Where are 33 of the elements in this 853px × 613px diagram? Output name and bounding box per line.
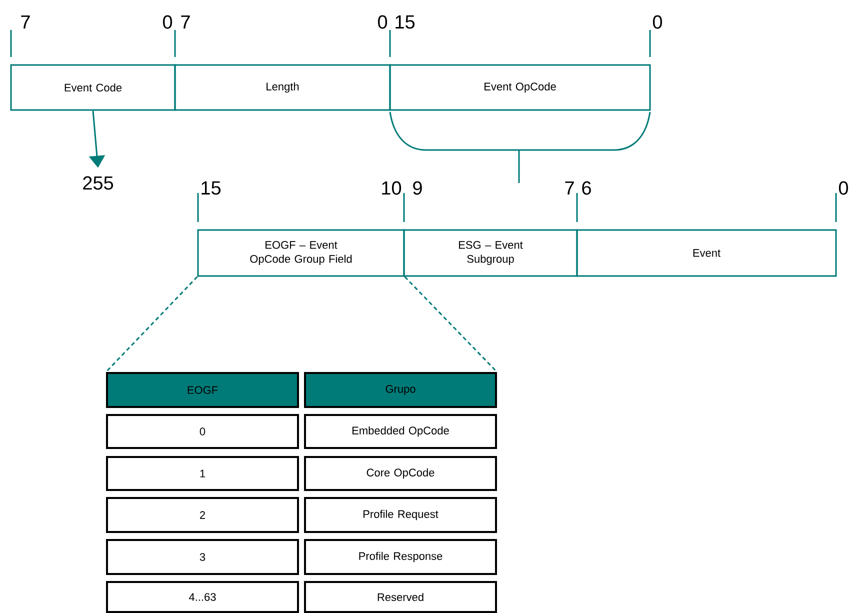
bit-number: 15	[396, 15, 415, 29]
bit-number: 6	[582, 181, 591, 195]
table-cell: 2	[106, 497, 299, 533]
field-box: EOGF – Event OpCode Group Field	[197, 229, 405, 277]
table-header-cell: EOGF	[106, 372, 299, 408]
table-cell: 4...63	[106, 581, 299, 613]
bit-number: 0	[378, 15, 388, 29]
bit-number: 7	[565, 181, 574, 195]
field-box: Event Code	[10, 64, 176, 111]
value-text: 255	[83, 176, 114, 190]
bit-number: 0	[162, 15, 172, 29]
table-cell: 1	[106, 456, 299, 491]
connector	[404, 276, 498, 373]
bit-number: 7	[21, 15, 30, 29]
bit-number: 10	[382, 181, 402, 195]
table-cell: Profile Response	[304, 539, 497, 575]
table-header-cell: Grupo	[304, 372, 497, 408]
field-box: ESG – Event Subgroup	[403, 229, 578, 277]
table-cell: Profile Request	[304, 497, 497, 533]
bit-number: 0	[838, 181, 848, 195]
table-cell: 3	[106, 539, 299, 575]
field-box: Event OpCode	[389, 64, 651, 111]
table-cell: Reserved	[304, 581, 497, 613]
field-box: Event	[576, 229, 837, 277]
table-cell: 0	[106, 414, 299, 449]
bit-number: 15	[202, 181, 221, 195]
bit-number: 9	[413, 181, 422, 195]
table-cell: Embedded OpCode	[304, 414, 497, 449]
field-box: Length	[174, 64, 391, 111]
bit-number: 7	[181, 15, 190, 29]
bit-number: 0	[652, 15, 662, 29]
table-cell: Core OpCode	[304, 456, 497, 491]
connector	[105, 276, 198, 373]
